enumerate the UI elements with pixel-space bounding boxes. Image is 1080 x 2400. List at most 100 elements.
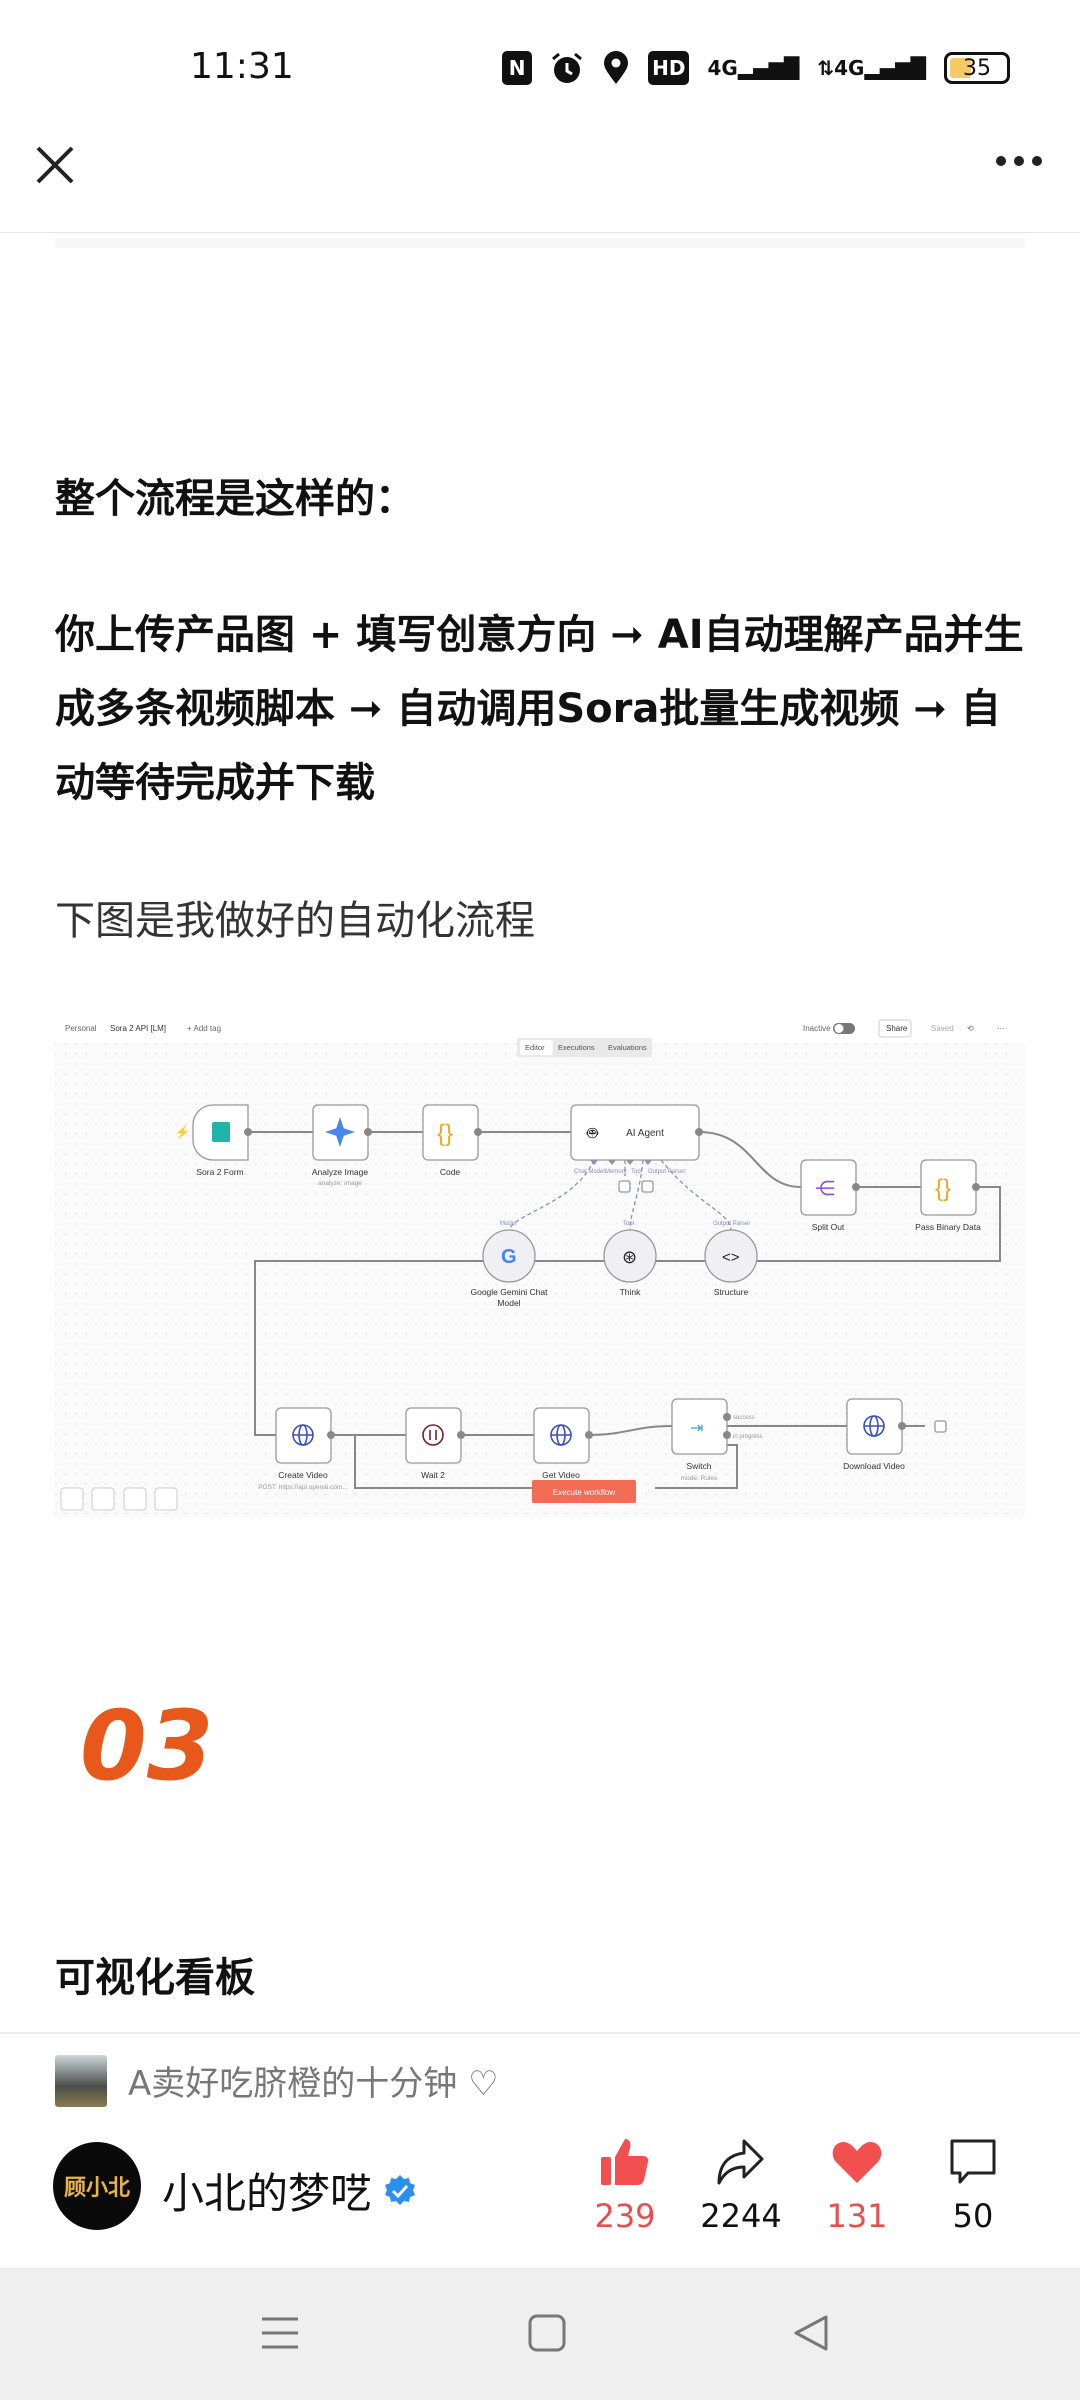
more-options-icon[interactable] — [996, 156, 1042, 166]
gemini-icon — [325, 1117, 355, 1147]
node-label: Analyze Image — [312, 1167, 368, 1177]
collection-link[interactable]: A卖好吃脐橙的十分钟 ♡ — [128, 2064, 499, 2104]
share-label: Share — [886, 1024, 908, 1033]
alarm-icon — [552, 52, 583, 83]
node-gemini[interactable] — [482, 1229, 536, 1283]
zoom-in-button[interactable] — [91, 1487, 115, 1511]
node-sublabel: mode: Rules — [681, 1475, 718, 1482]
robot-icon: 🤖︎ — [586, 1123, 599, 1143]
fit-view-button[interactable] — [60, 1487, 84, 1511]
port-parser-label: Output Parser — [713, 1221, 750, 1227]
more-icon[interactable]: ··· — [997, 1024, 1005, 1033]
avatar-text: 顾小北 — [63, 2176, 130, 2201]
node-think[interactable] — [603, 1229, 657, 1283]
intro-text: 下图是我做好的自动化流程 — [55, 898, 535, 944]
port-output-parser: Output Parser — [648, 1169, 685, 1175]
node-label: Create Video — [278, 1470, 328, 1480]
zoom-out-button[interactable] — [123, 1487, 147, 1511]
split-icon: ⋲ — [815, 1178, 835, 1200]
node-label: AI Agent — [626, 1128, 664, 1139]
close-icon[interactable] — [32, 142, 78, 188]
divider — [0, 232, 1080, 233]
port-success: success — [733, 1415, 755, 1421]
comment-icon — [950, 2139, 996, 2184]
status-label: Inactive — [803, 1024, 831, 1033]
google-icon: G — [501, 1246, 517, 1268]
like-count: 239 — [594, 2197, 656, 2235]
heart-icon — [832, 2142, 882, 2183]
share-arrow-icon — [717, 2139, 764, 2185]
node-label: Think — [620, 1287, 642, 1297]
share-count: 2244 — [700, 2197, 782, 2235]
port-model-label: Model — [500, 1221, 516, 1227]
nfc-icon: N — [502, 51, 533, 85]
status-icons: N HD 4G▂▄▆█ ⇅4G▂▄▆█ 35 — [502, 50, 1010, 86]
tab-editor[interactable]: Editor — [525, 1043, 545, 1052]
trigger-icon: ⚡ — [175, 1125, 190, 1139]
battery-level: 35 — [963, 55, 991, 81]
node-label: Structure — [714, 1287, 749, 1297]
signal-4g-icon-2: ⇅4G▂▄▆█ — [817, 56, 926, 80]
port-chat-model: Chat Model — [574, 1169, 605, 1175]
node-label: Code — [440, 1167, 461, 1177]
switch-icon: ⇥ — [690, 1420, 703, 1437]
like-button[interactable]: 239 — [570, 2135, 680, 2235]
node-label: Download Video — [843, 1461, 905, 1471]
code-braces-icon: {} — [935, 1175, 951, 1202]
net-label: 4G — [834, 56, 865, 80]
code-icon: <> — [722, 1249, 740, 1266]
node-label: Model — [497, 1298, 520, 1308]
net-label: 4G — [707, 56, 738, 80]
article-heading: 整个流程是这样的： — [55, 476, 415, 522]
port-tool: Tool — [631, 1169, 642, 1175]
node-label: Wait 2 — [421, 1470, 445, 1480]
comment-button[interactable]: 50 — [918, 2135, 1028, 2235]
node-label: Split Out — [812, 1222, 845, 1232]
node-sublabel: POST: https://api.openai.com... — [258, 1484, 348, 1491]
author-name[interactable]: 小北的梦呓 — [162, 2169, 373, 2218]
flow-description: 你上传产品图 + 填写创意方向 ➞ AI自动理解产品并生成多条视频脚本 ➞ 自动… — [55, 612, 1024, 806]
node-label: Sora 2 Form — [196, 1167, 243, 1177]
node-wait[interactable] — [405, 1407, 462, 1464]
node-label: Google Gemini Chat — [470, 1287, 548, 1297]
back-icon[interactable] — [792, 2313, 832, 2353]
pause-icon — [422, 1424, 444, 1446]
collection-thumbnail[interactable] — [55, 2055, 107, 2107]
node-label: Pass Binary Data — [915, 1222, 981, 1232]
execute-label: Execute workflow — [553, 1488, 615, 1497]
author-name-row[interactable]: 小北的梦呓 — [162, 2160, 418, 2221]
system-navigation-bar — [0, 2268, 1080, 2400]
favorite-button[interactable]: 131 — [802, 2135, 912, 2235]
node-label: Get Video — [542, 1470, 580, 1480]
section-title: 可视化看板 — [55, 1955, 255, 2001]
verified-badge-icon — [385, 2174, 416, 2205]
port-in-progress: in progress — [733, 1434, 763, 1440]
workflow-name[interactable]: Sora 2 API [LM] — [110, 1024, 166, 1033]
port-memory: Memory — [605, 1169, 627, 1175]
divider — [0, 2032, 1080, 2034]
author-avatar[interactable]: 顾小北 — [53, 2142, 141, 2230]
share-button[interactable]: 2244 — [686, 2135, 796, 2235]
history-icon[interactable]: ⟲ — [967, 1024, 974, 1033]
node-structure[interactable] — [704, 1229, 758, 1283]
menu-icon[interactable] — [260, 2313, 300, 2353]
status-time: 11:31 — [190, 46, 294, 87]
add-tag[interactable]: + Add tag — [187, 1024, 221, 1033]
favorite-count: 131 — [826, 2197, 888, 2235]
share-button[interactable] — [878, 1019, 912, 1038]
saved-label: Saved — [931, 1024, 954, 1033]
location-icon — [604, 51, 629, 84]
port-tool-label: Tool — [623, 1221, 634, 1227]
home-icon[interactable] — [527, 2313, 567, 2353]
execute-workflow-button[interactable] — [532, 1480, 636, 1503]
tab-executions[interactable]: Executions — [558, 1043, 595, 1052]
workflow-screenshot[interactable]: Personal Sora 2 API [LM] + Add tag Inact… — [55, 1013, 1025, 1518]
battery-icon: 35 — [944, 52, 1010, 84]
pointer-button[interactable] — [154, 1487, 178, 1511]
section-number: 03 — [80, 1690, 214, 1802]
breadcrumb-personal[interactable]: Personal — [65, 1024, 97, 1033]
node-switch[interactable] — [671, 1398, 728, 1455]
hd-icon: HD — [648, 51, 690, 85]
tab-evaluations[interactable]: Evaluations — [608, 1043, 647, 1052]
comment-count: 50 — [952, 2197, 994, 2235]
